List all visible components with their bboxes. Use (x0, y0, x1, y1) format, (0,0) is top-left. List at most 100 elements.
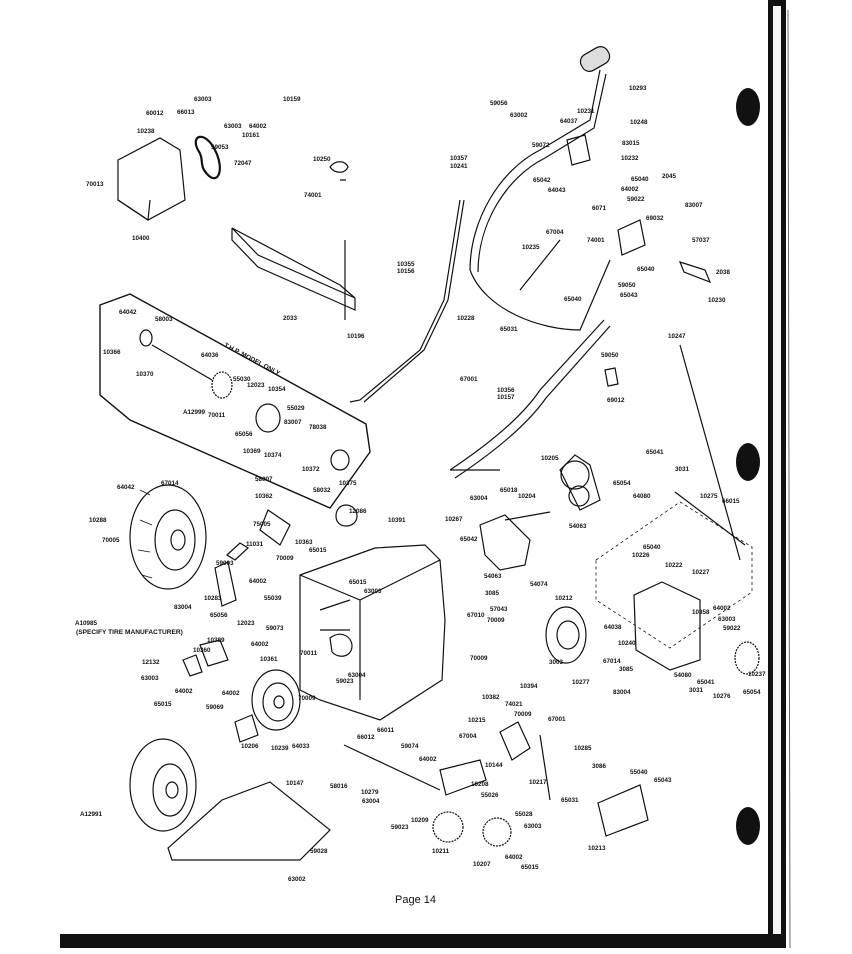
part-label: 65041 (646, 449, 664, 456)
part-label: 10363 (295, 539, 313, 546)
part-label: 65018 (500, 487, 518, 494)
part-label: 69012 (607, 397, 625, 404)
part-label: 74001 (587, 237, 605, 244)
part-label: 65015 (521, 864, 539, 871)
part-label: 63004 (470, 495, 488, 502)
part-label: 10369 (243, 448, 261, 455)
part-label: 70009 (298, 695, 316, 702)
part-label: 10391 (388, 517, 406, 524)
part-label: 59028 (310, 848, 328, 855)
belt-72047 (194, 135, 221, 180)
part-label: 83015 (622, 140, 640, 147)
plate-10147 (167, 781, 331, 861)
part-label: 10161 (242, 132, 260, 139)
part-label: 59073 (266, 625, 284, 632)
part-label: 63003 (141, 675, 159, 682)
part-label: 58007 (255, 476, 273, 483)
part-label: 59053 (211, 144, 229, 151)
part-label: 10228 (457, 315, 475, 322)
part-label: 64042 (117, 484, 135, 491)
part-label: 63004 (348, 672, 366, 679)
binder-hole-middle (736, 443, 760, 481)
part-label: 3003 (549, 659, 564, 666)
part-label: 10267 (445, 516, 463, 523)
part-label: 59022 (627, 196, 645, 203)
part-label: 64038 (604, 624, 622, 631)
part-label: 10382 (482, 694, 500, 701)
part-label: 59050 (601, 352, 619, 359)
wheel-top (129, 484, 207, 590)
bracket-10213 (597, 784, 649, 837)
part-label: 65031 (500, 326, 518, 333)
part-label: 63003 (524, 823, 542, 830)
part-label: 10208 (471, 781, 489, 788)
gear-10209 (432, 811, 464, 843)
part-label: 10357 (450, 155, 468, 162)
part-label: 83004 (174, 604, 192, 611)
part-label: 64042 (119, 309, 137, 316)
part-label: 65042 (533, 177, 551, 184)
shaft-10275 (674, 491, 746, 546)
part-label: 10293 (629, 85, 647, 92)
part-label: 70013 (86, 181, 104, 188)
part-label: 55029 (287, 405, 305, 412)
part-label: 10226 (632, 552, 650, 559)
part-label: 59023 (391, 824, 409, 831)
part-label: 64037 (560, 118, 578, 125)
part-label: 65040 (637, 266, 655, 273)
part-label: 59072 (532, 142, 550, 149)
part-label: 10240 (618, 640, 636, 647)
part-label: 10366 (103, 349, 121, 356)
part-label: 65040 (643, 544, 661, 551)
axle-10279 (343, 744, 441, 791)
part-label: 58003 (155, 316, 173, 323)
page-number: Page 14 (395, 894, 436, 906)
part-label: 10204 (518, 493, 536, 500)
part-label: 70011 (300, 650, 318, 657)
part-label: 63003 (364, 588, 382, 595)
page-edge-inner (773, 6, 781, 944)
part-label: 64043 (548, 187, 566, 194)
part-label: 65043 (654, 777, 672, 784)
part-label: 59056 (490, 100, 508, 107)
part-label: 83004 (613, 689, 631, 696)
part-label: 65043 (620, 292, 638, 299)
part-label: 10215 (468, 717, 486, 724)
part-label: 65031 (561, 797, 579, 804)
part-label: 10356 (497, 387, 515, 394)
part-label: 12132 (142, 659, 160, 666)
part-label: 10275 (700, 493, 718, 500)
part-label: 66013 (177, 109, 195, 116)
part-label: 72047 (234, 160, 252, 167)
part-label: 12086 (349, 508, 367, 515)
part-label: 64002 (249, 123, 267, 130)
part-label: 64036 (201, 352, 219, 359)
part-label: 10247 (668, 333, 686, 340)
part-label: 10285 (574, 745, 592, 752)
part-label: 10206 (241, 743, 259, 750)
part-label: 63003 (224, 123, 242, 130)
part-label: 83007 (284, 419, 302, 426)
part-label: 10354 (268, 386, 286, 393)
part-label: 10196 (347, 333, 365, 340)
lever-10217 (539, 734, 551, 801)
part-label: 10239 (271, 745, 289, 752)
part-label: 57043 (490, 606, 508, 613)
part-label: 65041 (697, 679, 715, 686)
part-label: 66011 (377, 727, 395, 734)
part-label: 66012 (357, 734, 375, 741)
part-label: 63003 (194, 96, 212, 103)
part-label: 10283 (204, 595, 222, 602)
part-label: 58032 (313, 487, 331, 494)
bracket-10144 (499, 721, 531, 761)
part-label: 10394 (520, 683, 538, 690)
part-label: 10156 (397, 268, 415, 275)
part-label: 69032 (646, 215, 664, 222)
part-label: 75005 (253, 521, 271, 528)
part-label: 10288 (89, 517, 107, 524)
part-label: 67004 (459, 733, 477, 740)
part-label: 67014 (161, 480, 179, 487)
part-label: 10237 (748, 671, 766, 678)
housing-10267 (479, 514, 531, 571)
